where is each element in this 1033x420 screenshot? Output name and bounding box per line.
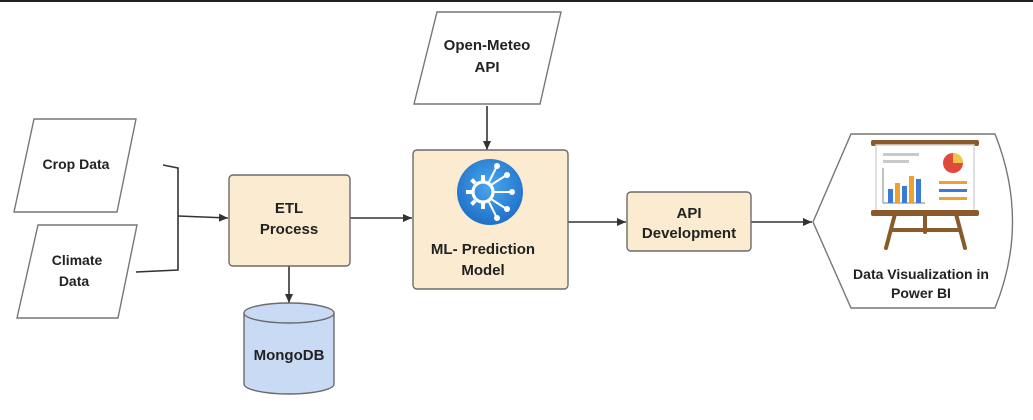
node-api-development: API Development xyxy=(626,191,752,252)
process-box xyxy=(228,174,351,267)
open-meteo-label-line2: API xyxy=(474,59,499,76)
api-label-line1: API xyxy=(676,205,701,222)
climate-data-label-line2: Data xyxy=(59,273,90,289)
database-cylinder xyxy=(243,313,335,395)
power-bi-label-line1: Data Visualization in xyxy=(853,266,989,282)
process-box xyxy=(626,191,752,252)
api-label-line2: Development xyxy=(642,225,736,242)
open-meteo-label-line1: Open-Meteo xyxy=(444,37,531,54)
database-cylinder-top xyxy=(243,302,335,324)
etl-label-line1: ETL xyxy=(275,200,303,217)
crop-data-label: Crop Data xyxy=(43,156,110,172)
parallelogram-shape xyxy=(413,11,562,105)
presentation-board-icon xyxy=(871,140,979,250)
edge-inputs-to-etl xyxy=(177,213,229,222)
node-etl-process: ETL Process xyxy=(228,174,351,267)
ml-label-line1: ML- Prediction xyxy=(431,241,535,258)
node-open-meteo-api: Open-Meteo API xyxy=(413,11,562,105)
mongodb-label: MongoDB xyxy=(254,347,325,364)
node-crop-data: Crop Data xyxy=(13,118,137,213)
edges xyxy=(135,106,812,303)
climate-data-label-line1: Climate xyxy=(52,252,103,268)
edge-climate-data xyxy=(135,216,179,273)
node-ml-prediction-model: ML- Prediction Model xyxy=(412,149,569,290)
gear-network-icon xyxy=(457,159,523,225)
etl-label-line2: Process xyxy=(260,221,318,238)
power-bi-label-line2: Power BI xyxy=(891,285,951,301)
edge-crop-data xyxy=(162,164,179,216)
node-power-bi: Data Visualization in Power BI xyxy=(812,133,1014,309)
node-mongodb: MongoDB xyxy=(243,302,335,395)
ml-label-line2: Model xyxy=(461,262,504,279)
parallelogram-shape xyxy=(16,224,138,319)
node-climate-data: Climate Data xyxy=(16,224,138,319)
parallelogram-shape xyxy=(13,118,137,213)
